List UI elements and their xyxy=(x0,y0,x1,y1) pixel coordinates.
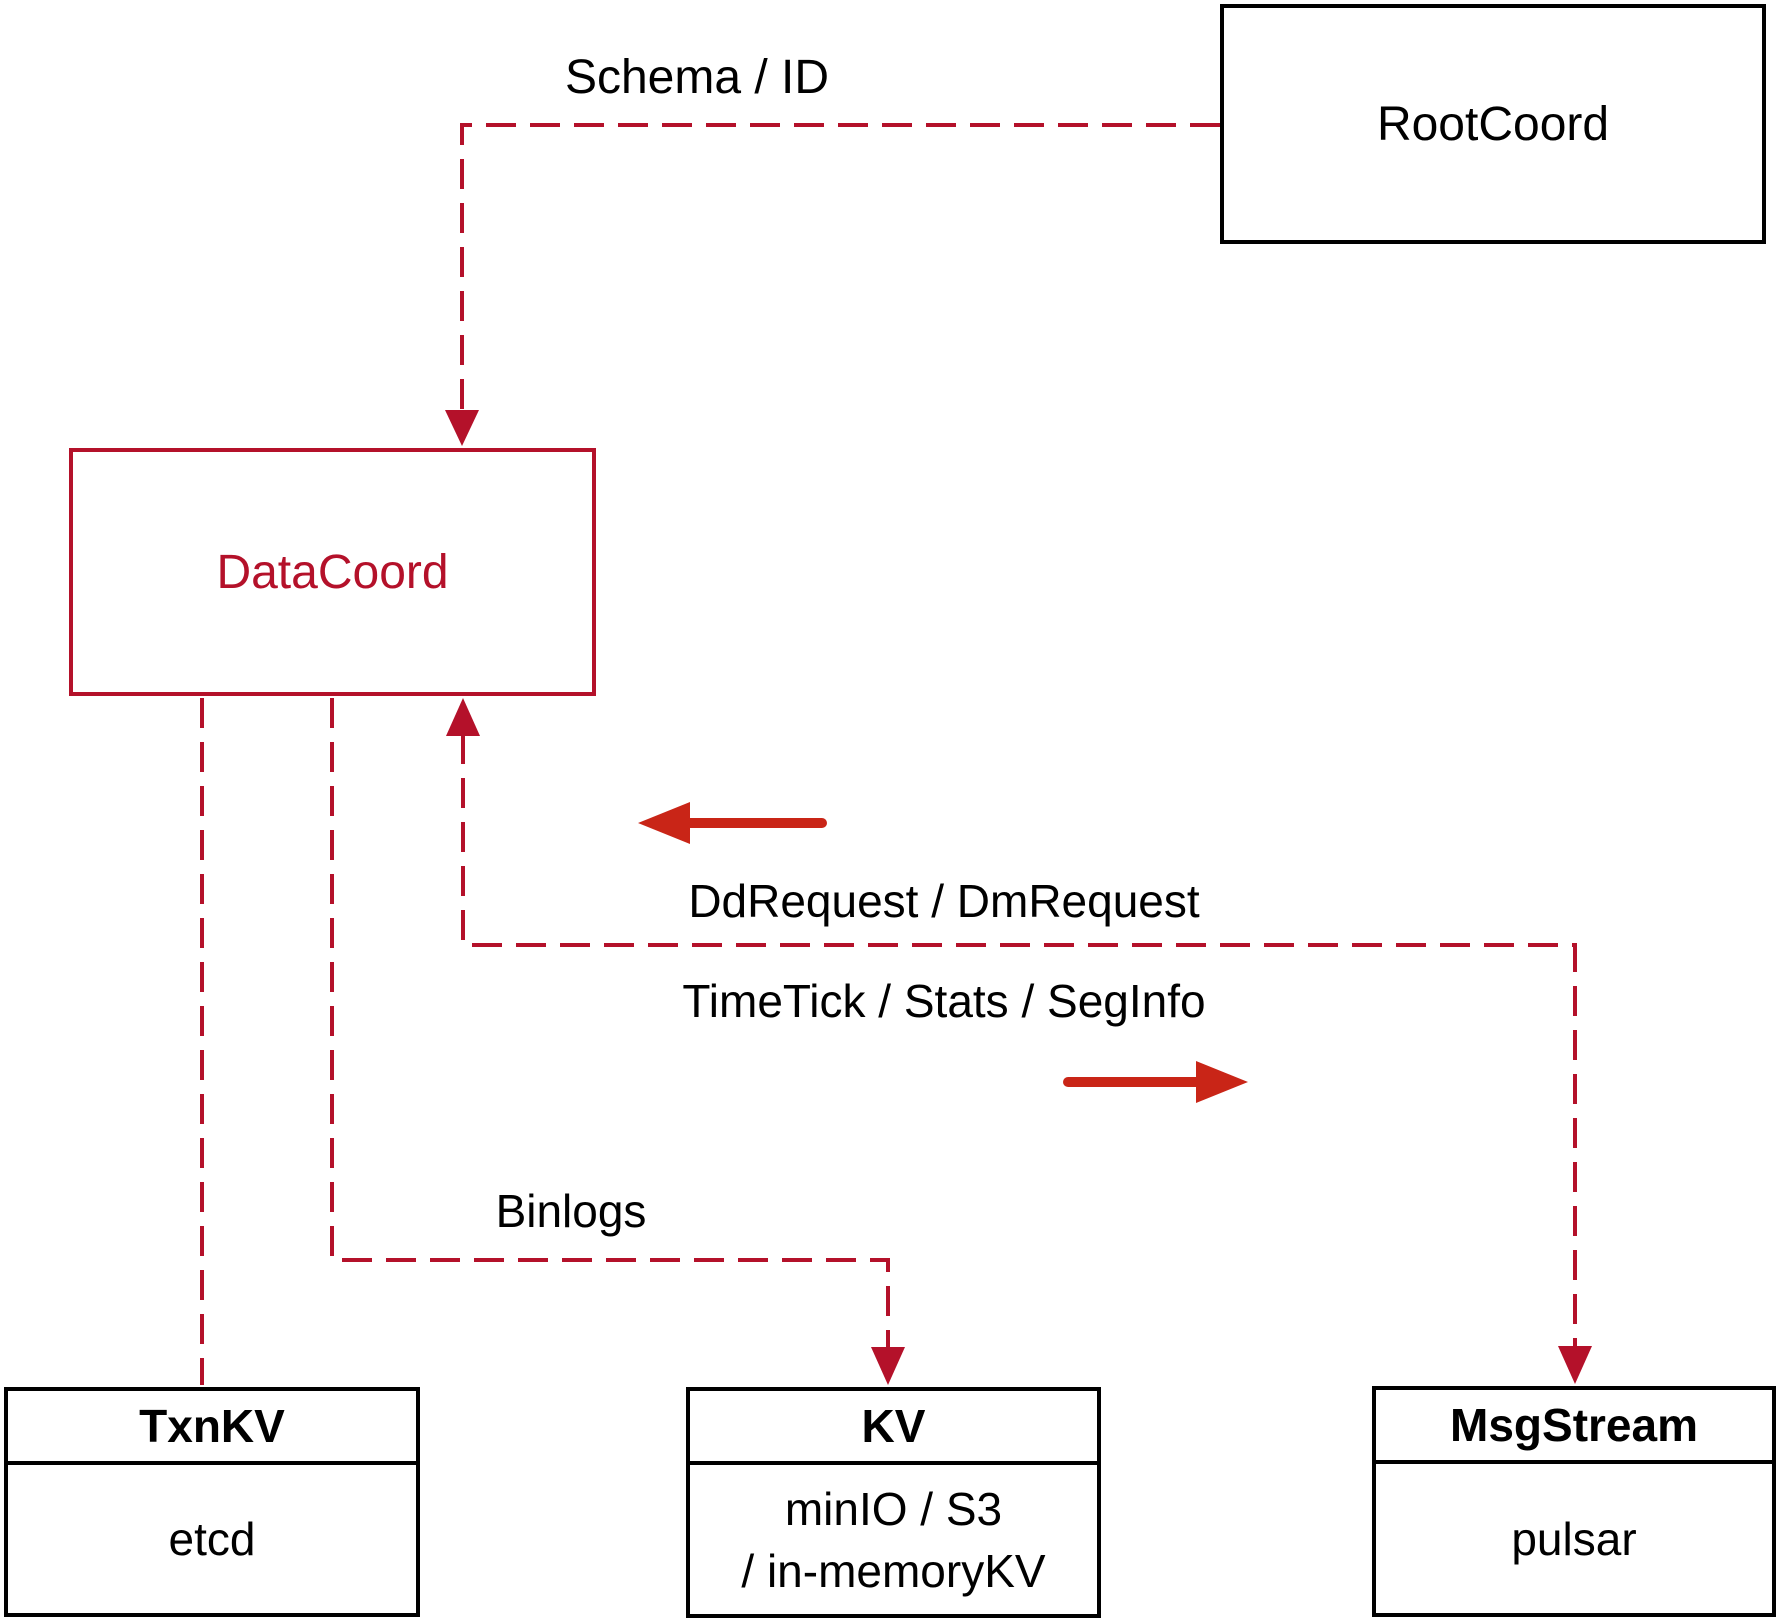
txnkv-body: etcd xyxy=(168,1513,256,1565)
edge-label-timetick: TimeTick / Stats / SegInfo xyxy=(682,975,1206,1027)
left-arrow-icon xyxy=(638,802,690,844)
txnkv-title: TxnKV xyxy=(8,1391,416,1465)
kv-title: KV xyxy=(690,1391,1097,1465)
arrowhead-into-msgstream-top xyxy=(1558,1346,1592,1384)
kv-body: minIO / S3 / in-memoryKV xyxy=(690,1465,1097,1614)
arrowhead-into-kv-top xyxy=(871,1347,905,1385)
edge-label-binlogs: Binlogs xyxy=(495,1185,647,1237)
node-datacoord: DataCoord xyxy=(69,448,596,696)
arrowhead-into-datacoord-top xyxy=(445,410,479,446)
edge-datacoord-msgstream xyxy=(461,734,1577,1373)
node-kv: KV minIO / S3 / in-memoryKV xyxy=(686,1387,1101,1618)
edge-schema-id xyxy=(460,123,1220,438)
rootcoord-label: RootCoord xyxy=(1376,97,1610,151)
edge-label-schema-id: Schema / ID xyxy=(564,51,830,104)
node-rootcoord: RootCoord xyxy=(1220,4,1766,244)
kv-body-line2: / in-memoryKV xyxy=(741,1544,1046,1597)
msgstream-title: MsgStream xyxy=(1376,1390,1772,1464)
kv-body-line1: minIO / S3 xyxy=(784,1482,1003,1535)
right-arrow-icon xyxy=(1196,1061,1248,1103)
edge-label-dd-request: DdRequest / DmRequest xyxy=(688,875,1200,927)
arrowhead-into-datacoord-bottom xyxy=(446,698,480,736)
node-txnkv: TxnKV etcd xyxy=(4,1387,420,1617)
node-msgstream: MsgStream pulsar xyxy=(1372,1386,1776,1617)
edge-binlogs xyxy=(330,698,890,1374)
msgstream-body: pulsar xyxy=(1511,1512,1637,1565)
datacoord-label: DataCoord xyxy=(216,545,449,599)
